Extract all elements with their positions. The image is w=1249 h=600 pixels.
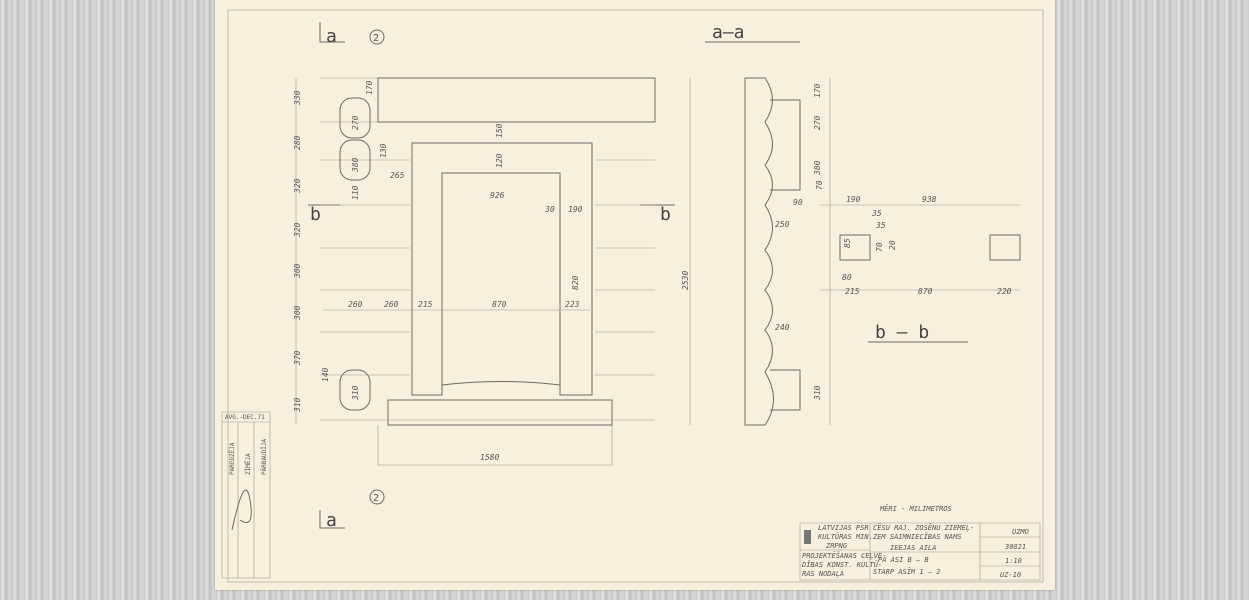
svg-text:ZEM SAIMNIECĪBAS NAMS: ZEM SAIMNIECĪBAS NAMS (872, 532, 962, 541)
drawing-sheet: a a b b 2 2 330 280 320 320 300 300 370 … (215, 0, 1055, 590)
svg-text:DĪBAS KONST. KULTŪ-: DĪBAS KONST. KULTŪ- (801, 560, 882, 569)
sheet-border (227, 9, 1044, 583)
svg-text:2: 2 (373, 493, 379, 504)
svg-text:STARP ASĪM 1 – 2: STARP ASĪM 1 – 2 (873, 567, 940, 576)
section-bb: 190 938 35 35 85 70 20 80 215 870 220 b … (820, 195, 1021, 343)
svg-text:300: 300 (293, 305, 302, 321)
svg-text:85: 85 (843, 238, 852, 248)
plan-left-dims: 330 280 320 320 300 300 370 310 (293, 90, 302, 413)
svg-text:300: 300 (293, 263, 302, 279)
svg-text:LATVIJAS PSR: LATVIJAS PSR (818, 524, 869, 532)
svg-text:35: 35 (875, 221, 886, 230)
svg-text:370: 370 (293, 350, 302, 366)
svg-text:130: 130 (379, 143, 388, 158)
svg-text:2530: 2530 (681, 271, 690, 290)
svg-text:a: a (326, 510, 337, 531)
svg-text:b: b (660, 204, 671, 225)
svg-text:270: 270 (813, 115, 822, 130)
section-marker-a-bottom: a (319, 510, 345, 531)
svg-text:170: 170 (365, 80, 374, 95)
section-aa: a–a 170 270 380 70 90 250 240 310 (705, 22, 831, 426)
svg-text:CĒSU RAJ. ZOSĒNU ZIEMEĻ-: CĒSU RAJ. ZOSĒNU ZIEMEĻ- (873, 523, 974, 532)
svg-text:2: 2 (373, 33, 379, 44)
svg-text:ZĪMĒJA: ZĪMĒJA (245, 453, 252, 475)
svg-text:UZMO: UZMO (1012, 528, 1029, 536)
svg-text:870: 870 (492, 300, 507, 309)
svg-text:938: 938 (922, 195, 937, 204)
section-marker-b-left: b (308, 204, 340, 225)
signature (231, 489, 252, 531)
svg-text:310: 310 (813, 385, 822, 401)
svg-text:90: 90 (793, 198, 803, 207)
svg-text:b: b (310, 204, 321, 225)
svg-text:RAS NODAĻA: RAS NODAĻA (802, 570, 844, 578)
svg-text:a–a: a–a (712, 22, 745, 43)
svg-text:ZRPNG: ZRPNG (825, 542, 848, 550)
svg-text:870: 870 (918, 287, 933, 296)
svg-text:190: 190 (568, 205, 583, 214)
svg-text:820: 820 (571, 275, 580, 290)
svg-text:240: 240 (775, 323, 790, 332)
units-note: MĒRI - MILIMETROS (879, 504, 952, 513)
svg-text:220: 220 (997, 287, 1012, 296)
technical-drawing: a a b b 2 2 330 280 320 320 300 300 370 … (221, 9, 1044, 583)
svg-text:190: 190 (846, 195, 861, 204)
svg-text:380: 380 (813, 160, 822, 176)
svg-text:223: 223 (565, 300, 580, 309)
svg-text:70: 70 (815, 180, 824, 190)
svg-text:80: 80 (842, 273, 852, 282)
svg-text:PĀRBAUDĪJA: PĀRBAUDĪJA (261, 438, 268, 475)
log-wall (320, 77, 656, 426)
svg-text:260: 260 (348, 300, 363, 309)
svg-text:PROJEKTĒŠANAS CEĻVE-: PROJEKTĒŠANAS CEĻVE- (802, 551, 886, 560)
section-marker-a-top: a (319, 22, 345, 47)
svg-text:PA ASI B – B: PA ASI B – B (878, 556, 929, 564)
svg-text:265: 265 (390, 171, 405, 180)
svg-text:110: 110 (351, 185, 360, 200)
svg-text:70: 70 (875, 242, 884, 252)
svg-text:b – b: b – b (875, 322, 929, 343)
svg-text:UZ-10: UZ-10 (1000, 571, 1021, 579)
svg-text:250: 250 (775, 220, 790, 229)
svg-text:330: 330 (293, 90, 302, 106)
svg-text:35: 35 (871, 209, 882, 218)
svg-text:30: 30 (544, 205, 555, 214)
svg-text:1580: 1580 (480, 453, 499, 462)
door-frame (411, 142, 593, 396)
svg-text:120: 120 (495, 153, 504, 168)
svg-text:280: 280 (293, 135, 302, 150)
plan-top-dims: 150 120 926 30 190 (490, 123, 583, 214)
svg-text:270: 270 (351, 115, 360, 130)
svg-text:310: 310 (293, 397, 302, 413)
svg-text:310: 310 (351, 385, 360, 401)
svg-text:140: 140 (321, 367, 330, 382)
svg-text:30821: 30821 (1004, 543, 1026, 551)
plan-log-dims: 170 270 380 130 265 110 140 310 (321, 80, 405, 401)
svg-text:215: 215 (845, 287, 860, 296)
svg-text:AVG.-DEC.71: AVG.-DEC.71 (225, 414, 265, 421)
svg-text:IEEJAS AILA: IEEJAS AILA (890, 544, 936, 552)
svg-text:215: 215 (418, 300, 433, 309)
svg-text:a: a (326, 26, 337, 47)
title-block: LATVIJAS PSR KULTŪRAS MIN. ZRPNG PROJEKT… (799, 522, 1041, 581)
svg-text:20: 20 (888, 240, 897, 250)
svg-text:380: 380 (351, 157, 360, 173)
svg-text:260: 260 (384, 300, 399, 309)
axis-bubble-top: 2 (369, 29, 385, 45)
svg-text:150: 150 (495, 123, 504, 138)
svg-text:1:10: 1:10 (1005, 557, 1022, 565)
svg-text:926: 926 (490, 191, 505, 200)
svg-text:320: 320 (293, 222, 302, 238)
svg-text:PAREDZĒJA: PAREDZĒJA (229, 442, 236, 475)
svg-text:KULTŪRAS MIN.: KULTŪRAS MIN. (817, 532, 873, 541)
approval-stamp: AVG.-DEC.71 PAREDZĒJA ZĪMĒJA PĀRBAUDĪJA (221, 411, 271, 579)
section-marker-b-right: b (640, 204, 675, 225)
svg-text:320: 320 (293, 178, 302, 194)
axis-bubble-bottom: 2 (369, 489, 385, 505)
plan-mid-dims: 260 260 215 870 223 820 2530 1580 (348, 271, 690, 462)
svg-text:170: 170 (813, 83, 822, 98)
